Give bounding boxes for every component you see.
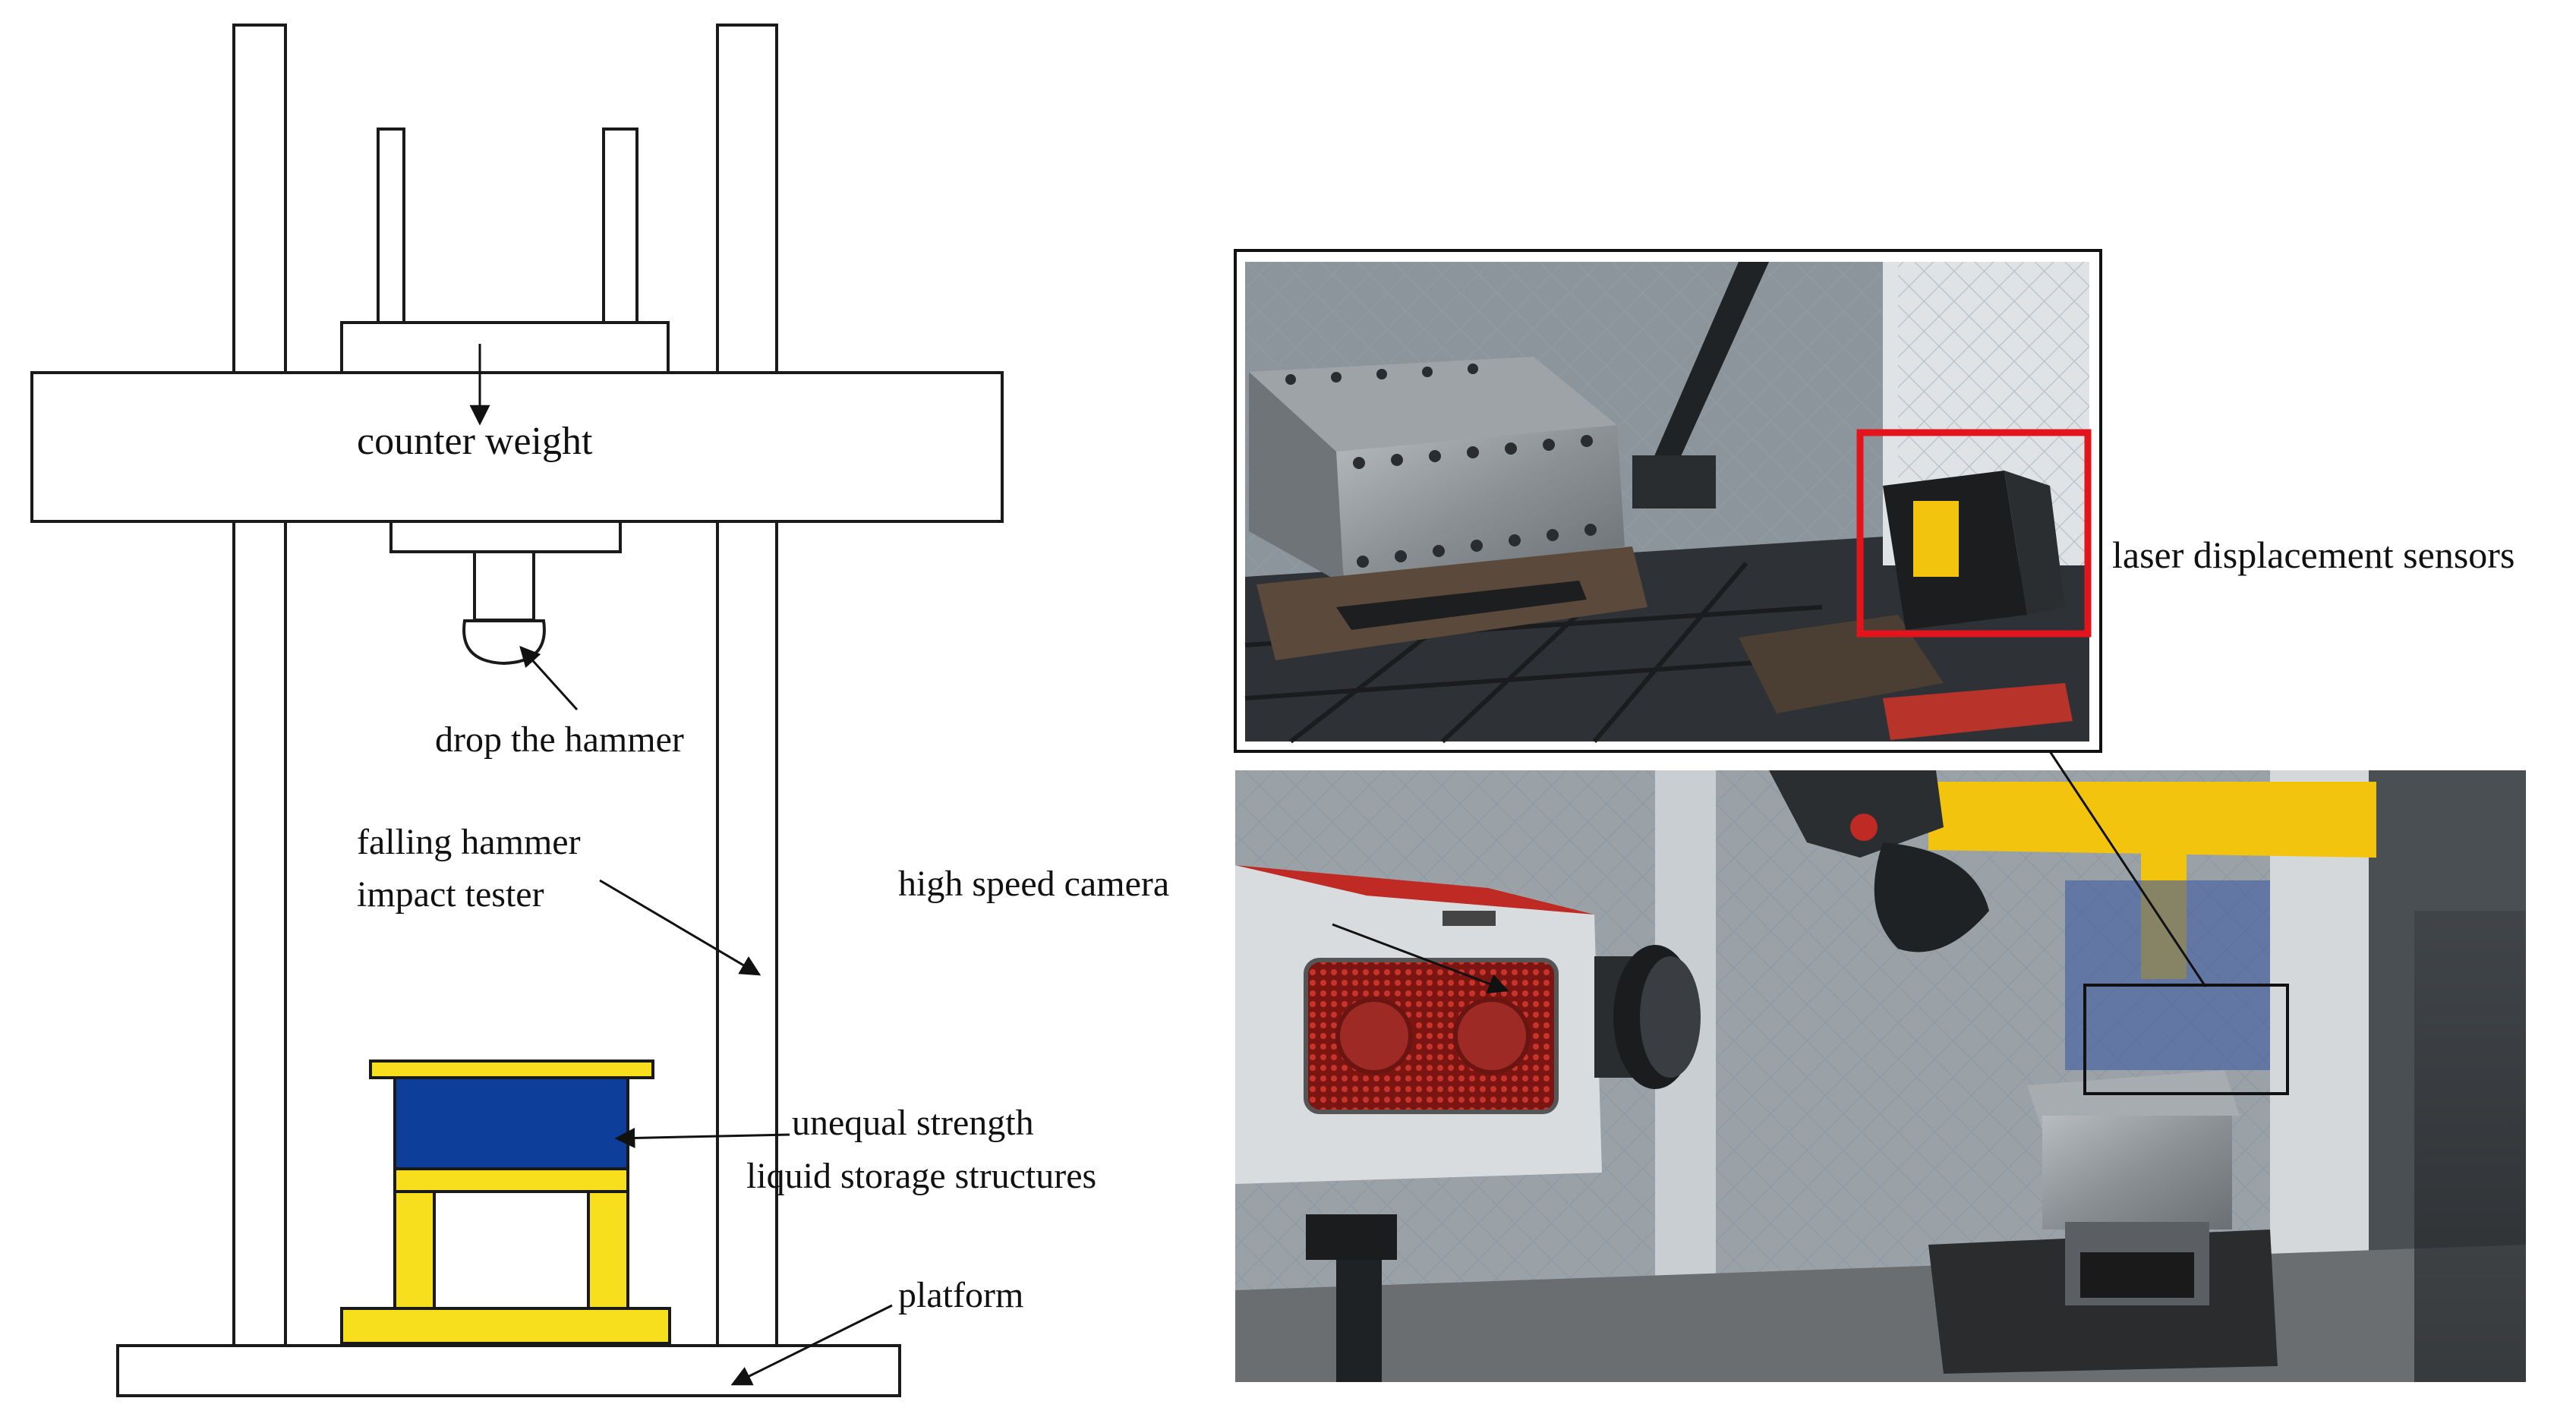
support-base — [340, 1307, 671, 1345]
camera-arrow — [1332, 923, 1509, 994]
photo-top — [1234, 249, 2102, 753]
sensor-region-box — [2083, 984, 2289, 1095]
sensor-connector-line — [2048, 751, 2207, 987]
counter-weight-label: counter weight — [357, 420, 593, 463]
hammer-shaft — [473, 550, 535, 622]
hammer-mount-plate — [389, 520, 622, 553]
left-guide-rod — [377, 128, 405, 328]
photo-bottom — [1235, 770, 2526, 1382]
tester-label-line2: impact tester — [357, 874, 544, 915]
platform-base — [116, 1344, 901, 1397]
tester-label-line1: falling hammer — [357, 822, 581, 862]
tester-arrow — [599, 879, 761, 976]
camera-label: high speed camera — [898, 864, 1169, 904]
camera-illustration — [1235, 865, 1701, 1382]
structure-label-line1: unequal strength — [792, 1103, 1034, 1143]
tank-lid — [369, 1059, 654, 1079]
structure-arrow — [614, 1127, 790, 1148]
schematic-labels: counter weight drop the hammer falling h… — [357, 420, 1096, 1315]
hammer-arrow — [519, 645, 579, 711]
right-column — [716, 24, 778, 1347]
tester-schematic — [30, 24, 1004, 1397]
support-leg-right — [587, 1190, 629, 1310]
right-guide-rod — [602, 128, 638, 328]
laser-sensor-highlight — [1856, 429, 2092, 638]
laser-label: laser displacement sensors — [2112, 534, 2515, 576]
support-mid-plate — [393, 1167, 629, 1193]
top-plate — [340, 321, 670, 374]
drop-hammer-label: drop the hammer — [435, 719, 684, 760]
platform-label: platform — [898, 1275, 1023, 1315]
liquid-tank — [393, 1075, 629, 1170]
structure-label-line2: liquid storage structures — [746, 1156, 1096, 1196]
platform-arrow — [730, 1304, 893, 1386]
counter-weight-beam — [30, 371, 1004, 523]
left-column — [232, 24, 287, 1347]
support-leg-left — [393, 1190, 436, 1310]
hammer-head — [462, 619, 546, 666]
schematic-arrows — [469, 344, 893, 1386]
